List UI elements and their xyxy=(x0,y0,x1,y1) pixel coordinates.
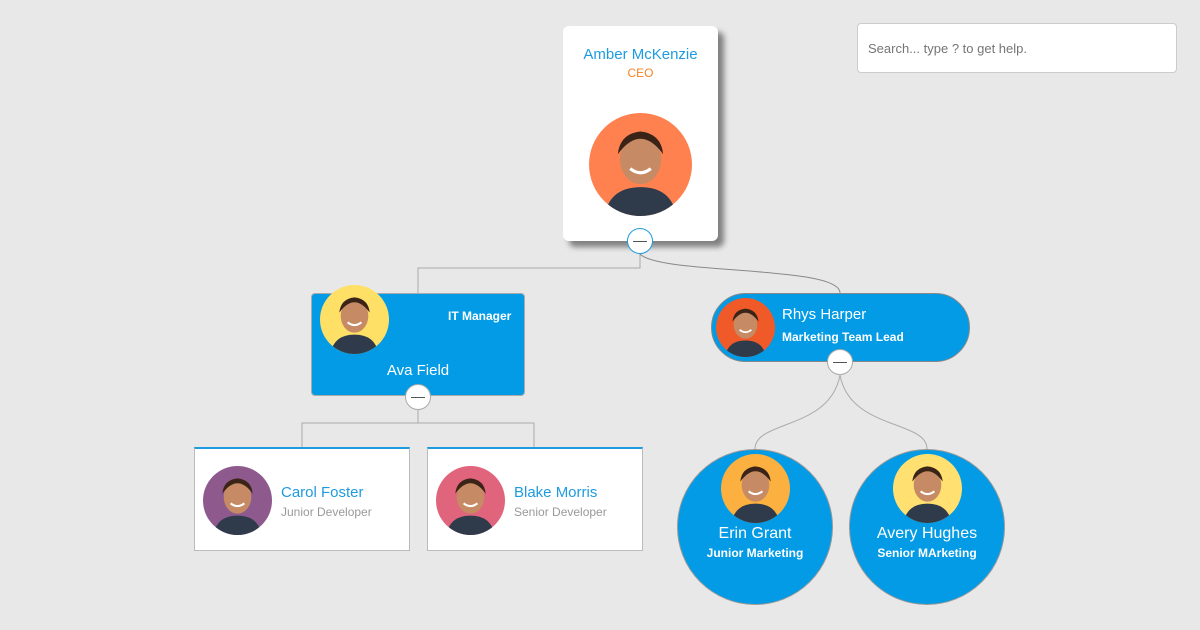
node-title: Senior MArketing xyxy=(877,546,977,560)
node-name: Amber McKenzie xyxy=(583,46,698,63)
node-blake-morris[interactable]: Blake Morris Senior Developer xyxy=(427,447,643,551)
node-name: Ava Field xyxy=(386,362,450,379)
node-name: Carol Foster xyxy=(281,484,364,501)
node-erin-grant[interactable]: Erin Grant Junior Marketing xyxy=(677,449,833,605)
node-ava-field[interactable]: IT Manager Ava Field xyxy=(311,285,525,396)
collapse-button-ceo[interactable] xyxy=(627,228,653,254)
node-title: Senior Developer xyxy=(514,505,607,519)
node-title: Marketing Team Lead xyxy=(782,330,904,344)
collapse-button-ava[interactable] xyxy=(405,384,431,410)
node-title: Junior Marketing xyxy=(706,546,804,560)
collapse-button-rhys[interactable] xyxy=(827,349,853,375)
avatar xyxy=(589,113,692,216)
node-name: Blake Morris xyxy=(514,484,598,501)
node-name: Erin Grant xyxy=(718,525,792,542)
avatar xyxy=(436,466,505,535)
node-name: Rhys Harper xyxy=(782,306,867,323)
avatar xyxy=(203,466,272,535)
node-title: Junior Developer xyxy=(281,505,372,519)
avatar xyxy=(320,285,389,354)
node-name: Avery Hughes xyxy=(876,525,978,542)
search-input[interactable] xyxy=(857,23,1177,73)
node-carol-foster[interactable]: Carol Foster Junior Developer xyxy=(194,447,410,551)
node-title: CEO xyxy=(627,66,654,80)
node-title: IT Manager xyxy=(448,309,512,323)
node-ceo[interactable]: Amber McKenzie CEO xyxy=(563,26,718,241)
avatar xyxy=(721,454,790,523)
node-avery-hughes[interactable]: Avery Hughes Senior MArketing xyxy=(849,449,1005,605)
avatar xyxy=(716,298,775,357)
avatar xyxy=(893,454,962,523)
